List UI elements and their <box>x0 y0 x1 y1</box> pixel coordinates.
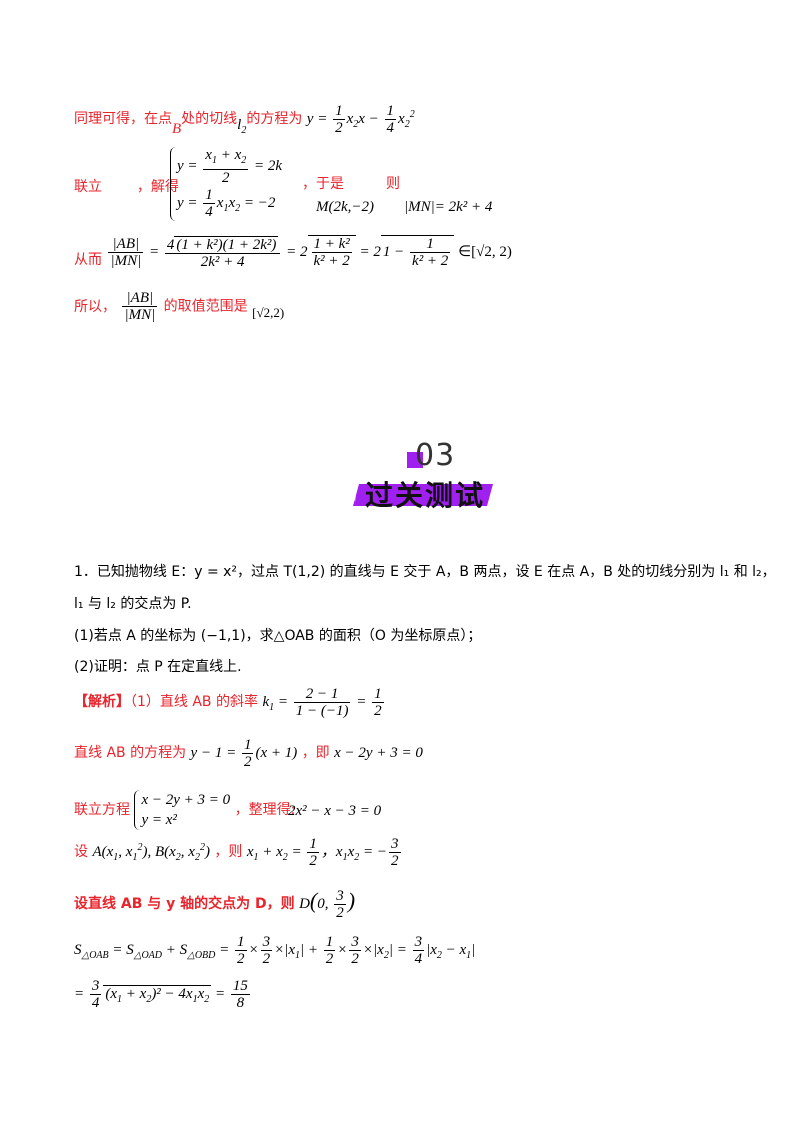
text-fragment: 的方程为 <box>246 110 303 127</box>
badge-number: 03 <box>415 438 456 473</box>
text-fragment: 从而 <box>74 251 102 268</box>
line-l: l <box>237 116 242 133</box>
text-fragment: 设 <box>74 843 88 860</box>
question-part-2: (2)证明：点 P 在定直线上. <box>74 659 242 675</box>
interval: ∈[√2, 2) <box>458 243 512 260</box>
text-line-4: 所以， |AB||MN| 的取值范围是 [√2,2) <box>74 290 285 323</box>
text-fragment: ，于是 <box>302 176 344 192</box>
points-ab: A(x1, x12), B(x2, x22) <box>92 841 210 863</box>
text-line-2: 联立 ，解得 <box>74 150 179 195</box>
subscript: 2 <box>241 124 247 136</box>
ratio-expression: |AB||MN| = 4(1 + k²)(1 + 2k²)2k² + 4 = 2… <box>106 235 458 270</box>
text-fragment: 则 <box>386 176 400 192</box>
text-fragment: ，即 <box>301 744 330 761</box>
section-badge: 03 过关测试 <box>335 438 495 518</box>
text-fragment: 联立方程 <box>74 802 130 818</box>
text-fragment: 的取值范围是 <box>163 298 248 315</box>
point-b: B <box>172 120 182 137</box>
question-line-2: l₁ 与 l₂ 的交点为 P. <box>74 596 192 612</box>
line-equation-general: x − 2y + 3 = 0 <box>334 744 423 761</box>
text-line-3: 从而 |AB||MN| = 4(1 + k²)(1 + 2k²)2k² + 4 … <box>74 235 512 270</box>
badge-title: 过关测试 <box>365 479 486 512</box>
text-fragment: 联立 <box>74 179 102 195</box>
text-fragment: 所以， <box>74 298 116 315</box>
mn-length: |MN|= 2k² + 4 <box>404 199 493 215</box>
solution-tag: 【解析】 <box>74 693 130 710</box>
question-part-1: (1)若点 A 的坐标为 (−1,1)，求△OAB 的面积（O 为坐标原点）； <box>74 628 482 644</box>
question-line-1: 1．已知抛物线 E：y = x²，过点 T(1,2) 的直线与 E 交于 A，B… <box>74 564 776 580</box>
text-fragment: ，解得 <box>136 179 179 195</box>
text-fragment: 直线 AB 的方程为 <box>74 744 187 761</box>
point-m: M(2k,−2) <box>316 199 375 215</box>
quadratic-equation: 2x² − x − 3 = 0 <box>288 803 382 819</box>
text-fragment: 同理可得，在点 <box>74 110 172 127</box>
text-fragment: ，则 <box>214 843 243 860</box>
text-fragment: ，整理得: <box>234 802 296 818</box>
interval: [√2,2) <box>252 304 285 320</box>
text-fragment: 设直线 AB 与 y 轴的交点为 D，则 <box>74 896 295 912</box>
text-fragment: （1）直线 AB 的斜率 <box>130 693 258 710</box>
text-fragment: 处的切线 <box>181 110 238 127</box>
badge-bar <box>353 484 493 506</box>
badge-square <box>407 452 423 468</box>
